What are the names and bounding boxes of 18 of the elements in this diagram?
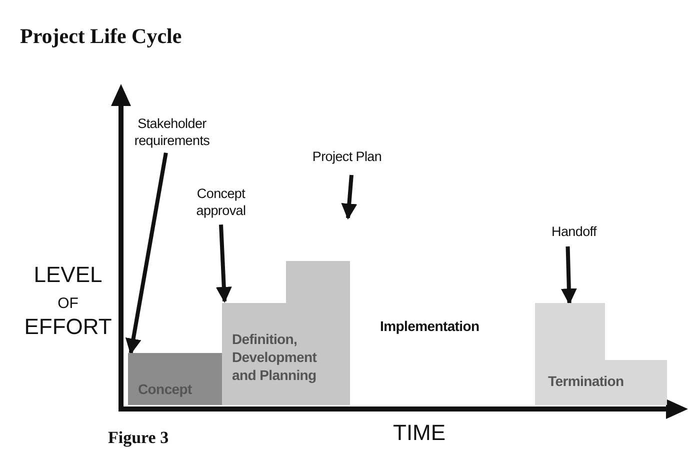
phase-name: Termination xyxy=(548,372,625,390)
phase-bar xyxy=(128,353,222,405)
annotation-text: Concept approval xyxy=(190,185,252,221)
arrow xyxy=(216,224,232,303)
arrow xyxy=(341,174,358,220)
phase-name: Definition, Development and Planning xyxy=(232,330,318,384)
annotation-text: Handoff xyxy=(548,223,600,241)
phase-bar xyxy=(222,261,350,405)
axis-title: LEVEL OF EFFORT xyxy=(23,262,113,340)
arrow xyxy=(560,246,577,305)
title-text: Project Life Cycle xyxy=(20,24,182,49)
phase-bar xyxy=(535,303,667,405)
axis-title: TIME xyxy=(393,420,446,446)
phase-name: Implementation xyxy=(380,318,480,334)
annotation-text: Stakeholder requirements xyxy=(134,115,210,151)
arrow xyxy=(125,152,168,355)
figure-caption: Figure 3 xyxy=(108,428,169,448)
annotation-text: Project Plan xyxy=(302,148,392,166)
